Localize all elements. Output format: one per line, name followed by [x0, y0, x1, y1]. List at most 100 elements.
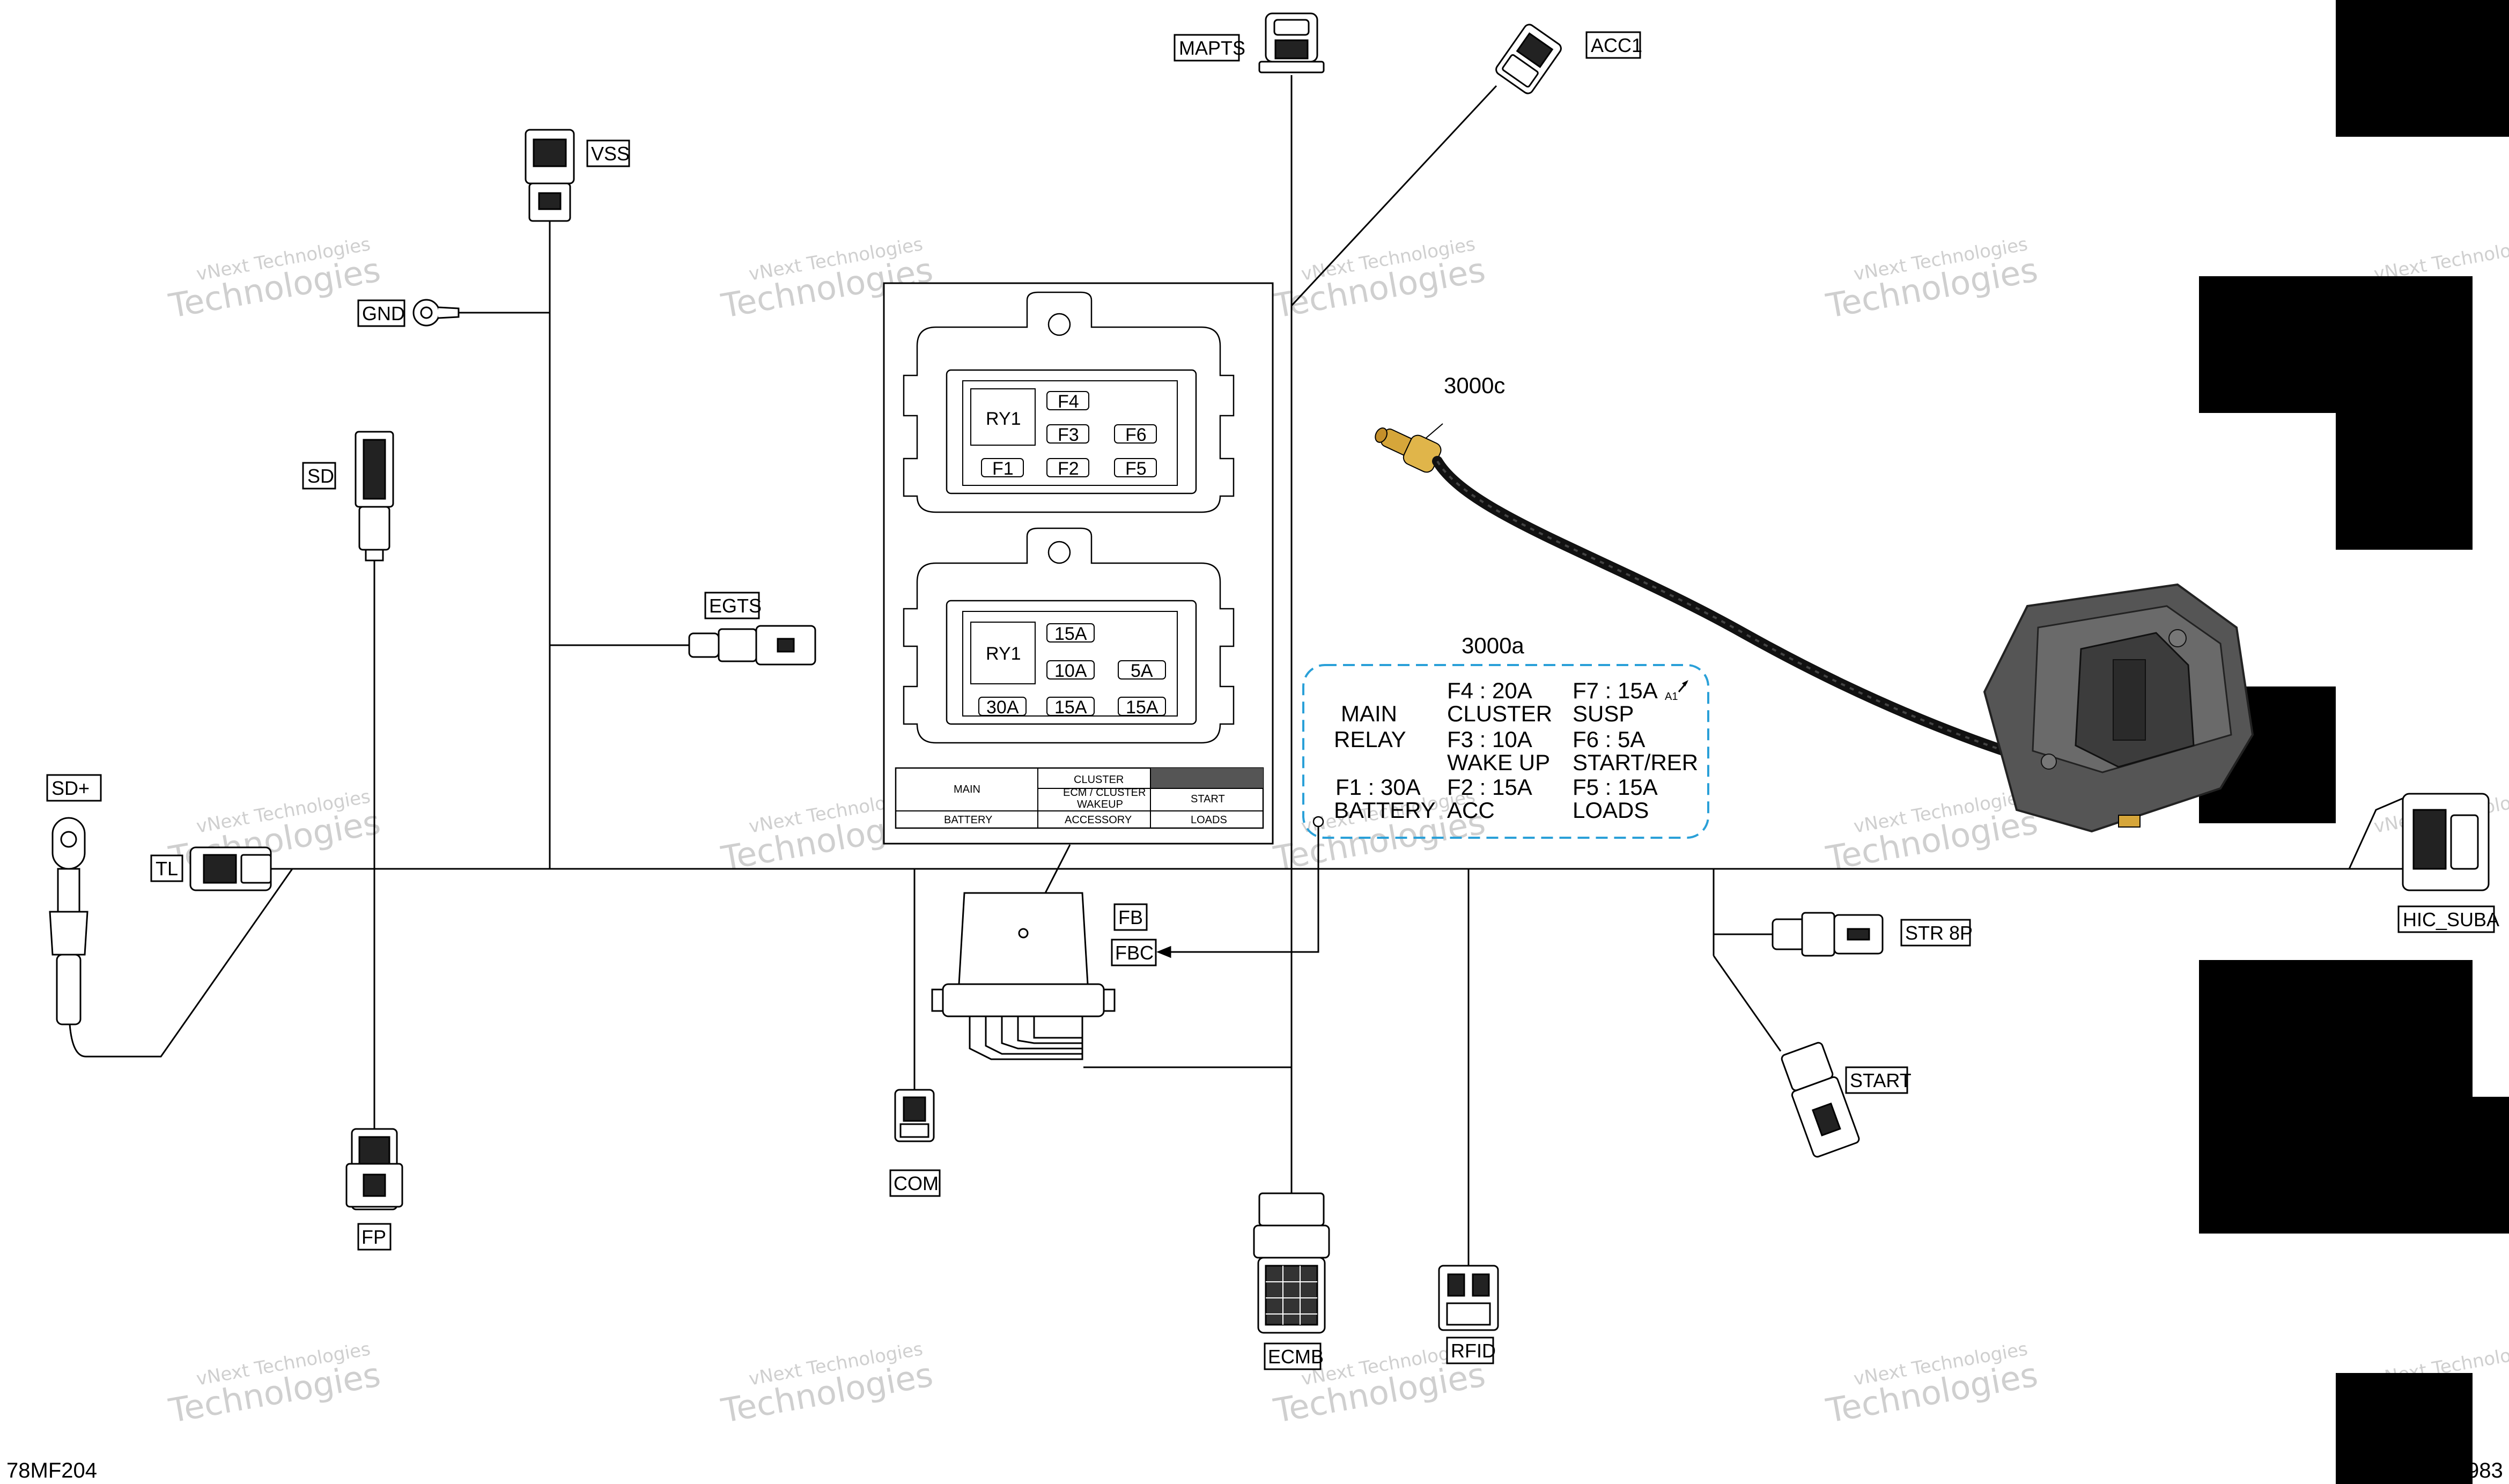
svg-text:ACC1: ACC1 — [1591, 34, 1642, 56]
fuse-box-assembly: RY1 F4 F3 F6 F1 F2 F5 RY1 15A 10A — [883, 282, 1274, 845]
label-sd: SD — [302, 462, 336, 490]
svg-text:FP: FP — [361, 1226, 386, 1248]
watermark: vNext Technologies Technologies — [1823, 786, 2041, 878]
fuse-f1 — [981, 458, 1024, 477]
str8p-connector — [1772, 912, 1884, 957]
redaction-block — [2336, 0, 2509, 137]
redaction-block — [2199, 276, 2473, 413]
svg-text:RY1: RY1 — [986, 644, 1021, 664]
label-gnd: GND — [357, 299, 405, 327]
egts-connector — [688, 625, 816, 666]
svg-text:VSS: VSS — [591, 143, 630, 165]
svg-text:F5 : 15A: F5 : 15A — [1573, 774, 1658, 800]
acc1-branch — [1290, 85, 1497, 307]
label-sd-plus: SD+ — [46, 774, 102, 802]
svg-text:5A: 5A — [1131, 661, 1153, 681]
svg-text:F4 : 20A: F4 : 20A — [1447, 678, 1532, 703]
sd-connector — [355, 431, 394, 562]
label-com: COM — [889, 1169, 941, 1197]
fuse-5a — [1118, 660, 1166, 680]
fuse-box-bottom: RY1 15A 10A 5A 30A 15A 15A — [903, 527, 1235, 744]
svg-text:ACC: ACC — [1447, 798, 1495, 823]
mapts-connector — [1258, 12, 1325, 73]
fb-connector — [931, 892, 1116, 1060]
fuse-table: MAIN CLUSTER ECM / CLUSTER WAKEUP START … — [895, 767, 1264, 829]
svg-text:30A: 30A — [986, 697, 1019, 718]
harness-wires — [69, 75, 2414, 1271]
label-hic-suba: HIC_SUBA — [2397, 905, 2499, 933]
svg-text:BATTERY: BATTERY — [944, 814, 992, 826]
relay-ry1-bottom — [970, 622, 1036, 684]
svg-text:WAKEUP: WAKEUP — [1077, 799, 1123, 810]
label-vss: VSS — [586, 139, 630, 167]
terminal-3000c — [1375, 427, 1442, 473]
fuse-f5 — [1114, 458, 1157, 477]
watermarks: vNext Technologies Technologies vNext Te… — [166, 233, 2509, 1430]
svg-text:FB: FB — [1118, 906, 1143, 928]
gnd-terminal — [412, 299, 460, 327]
connector-labels: MAPTS ACC1 VSS GND SD EGTS SD+ TL — [46, 31, 2499, 1370]
label-fbc: FBC — [1111, 939, 1157, 966]
watermark: vNext Technologies Technologies — [1271, 233, 1488, 326]
svg-text:F2 : 15A: F2 : 15A — [1447, 774, 1532, 800]
hic-suba-connector — [2402, 793, 2490, 891]
vss-connector — [525, 129, 575, 222]
fbc-arrow — [1156, 946, 1171, 958]
redaction-block — [2199, 1097, 2473, 1234]
label-tl: TL — [150, 854, 183, 882]
svg-text:SUSP: SUSP — [1573, 701, 1634, 726]
redaction-blocks — [2199, 0, 2509, 1484]
svg-text:F6 : 5A: F6 : 5A — [1573, 727, 1645, 752]
watermark: vNext Technologies Technologies — [166, 233, 383, 326]
fuse-f3 — [1046, 424, 1089, 444]
svg-text:FBC: FBC — [1115, 942, 1154, 964]
ecm-module — [1983, 583, 2254, 833]
svg-text:SD: SD — [307, 465, 334, 487]
svg-text:LOADS: LOADS — [1573, 798, 1649, 823]
svg-text:15A: 15A — [1126, 697, 1158, 718]
fuse-f6 — [1114, 424, 1157, 444]
fuse-15a-c — [1118, 697, 1166, 716]
svg-text:HIC_SUBA: HIC_SUBA — [2403, 909, 2499, 931]
ecm-harness-3000c: 3000c — [1375, 373, 2254, 833]
svg-text:F5: F5 — [1125, 459, 1147, 479]
svg-text:MAIN: MAIN — [954, 784, 980, 795]
tl-connector — [189, 846, 272, 891]
fbc-leader — [1167, 822, 1319, 953]
watermark: vNext Technologies Technologies — [1823, 233, 2041, 326]
svg-text:F2: F2 — [1058, 459, 1079, 479]
svg-text:RY1: RY1 — [986, 409, 1021, 429]
svg-text:ECMB: ECMB — [1268, 1346, 1324, 1368]
redaction-block — [2336, 413, 2473, 550]
svg-text:10A: 10A — [1054, 661, 1087, 681]
sd-plus-terminal — [49, 817, 88, 1025]
svg-text:F3: F3 — [1058, 425, 1079, 445]
sd-plus-wire — [69, 868, 293, 1058]
redaction-block — [2199, 960, 2473, 1097]
fuse-f2 — [1046, 458, 1089, 477]
connectors — [49, 12, 2490, 1334]
svg-text:F1: F1 — [992, 459, 1014, 479]
svg-text:COM: COM — [894, 1172, 939, 1194]
svg-text:F1 : 30A: F1 : 30A — [1335, 774, 1421, 800]
svg-text:RELAY: RELAY — [1334, 727, 1406, 752]
svg-text:F6: F6 — [1125, 425, 1147, 445]
label-fb: FB — [1113, 903, 1148, 931]
svg-text:MAPTS: MAPTS — [1179, 37, 1245, 59]
com-connector — [894, 1089, 935, 1142]
fuse-f4 — [1046, 391, 1089, 410]
watermark: vNext Technologies Technologies — [1823, 1338, 2041, 1430]
start-connector — [1781, 1042, 1860, 1158]
svg-text:STR 8P: STR 8P — [1905, 922, 1973, 944]
fuse-10a — [1046, 660, 1095, 680]
label-str8p: STR 8P — [1900, 919, 1973, 947]
svg-text:WAKE UP: WAKE UP — [1447, 750, 1550, 775]
svg-text:15A: 15A — [1054, 697, 1087, 718]
fuse-30a — [978, 697, 1027, 716]
drawing-code: 78MF204 — [6, 1459, 97, 1482]
svg-text:MAIN: MAIN — [1341, 701, 1397, 726]
label-egts: EGTS — [704, 592, 762, 619]
label-mapts: MAPTS — [1174, 34, 1245, 62]
svg-text:A1: A1 — [1665, 691, 1678, 703]
